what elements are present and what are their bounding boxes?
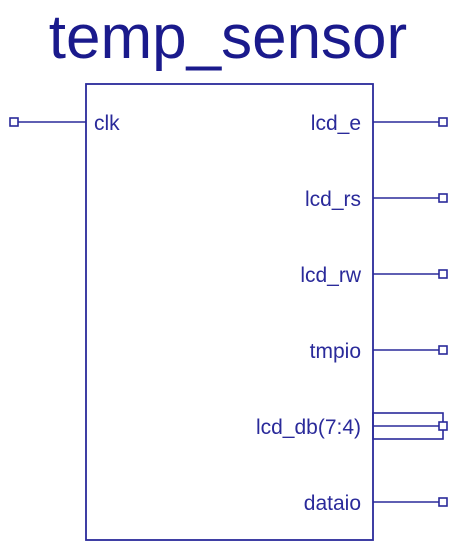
pin-tmpio[interactable]: tmpio: [310, 340, 448, 363]
pin-lcd-rs[interactable]: lcd_rs: [305, 188, 448, 211]
pin-label: lcd_rw: [300, 264, 362, 287]
component-title: temp_sensor: [49, 3, 407, 72]
pin-label: tmpio: [310, 340, 361, 363]
pin-terminal[interactable]: [438, 269, 448, 279]
pin-terminal[interactable]: [9, 117, 19, 127]
pin-dataio[interactable]: dataio: [304, 492, 448, 515]
component-body[interactable]: [85, 83, 374, 541]
pin-clk[interactable]: clk: [9, 112, 120, 135]
input-pins: clk: [9, 112, 120, 135]
pin-lcd-db-7-4-[interactable]: lcd_db(7:4): [256, 412, 448, 440]
pin-terminal[interactable]: [438, 345, 448, 355]
pin-lcd-e[interactable]: lcd_e: [311, 112, 448, 135]
pin-lcd-rw[interactable]: lcd_rw: [300, 264, 448, 287]
pin-label: lcd_rs: [305, 188, 361, 211]
pin-label: lcd_db(7:4): [256, 416, 361, 439]
pin-terminal[interactable]: [438, 193, 448, 203]
pin-terminal[interactable]: [438, 117, 448, 127]
pin-label: lcd_e: [311, 112, 361, 135]
pin-label: clk: [94, 112, 120, 135]
pin-terminal[interactable]: [438, 421, 448, 431]
pin-label: dataio: [304, 492, 361, 515]
pin-terminal[interactable]: [438, 497, 448, 507]
